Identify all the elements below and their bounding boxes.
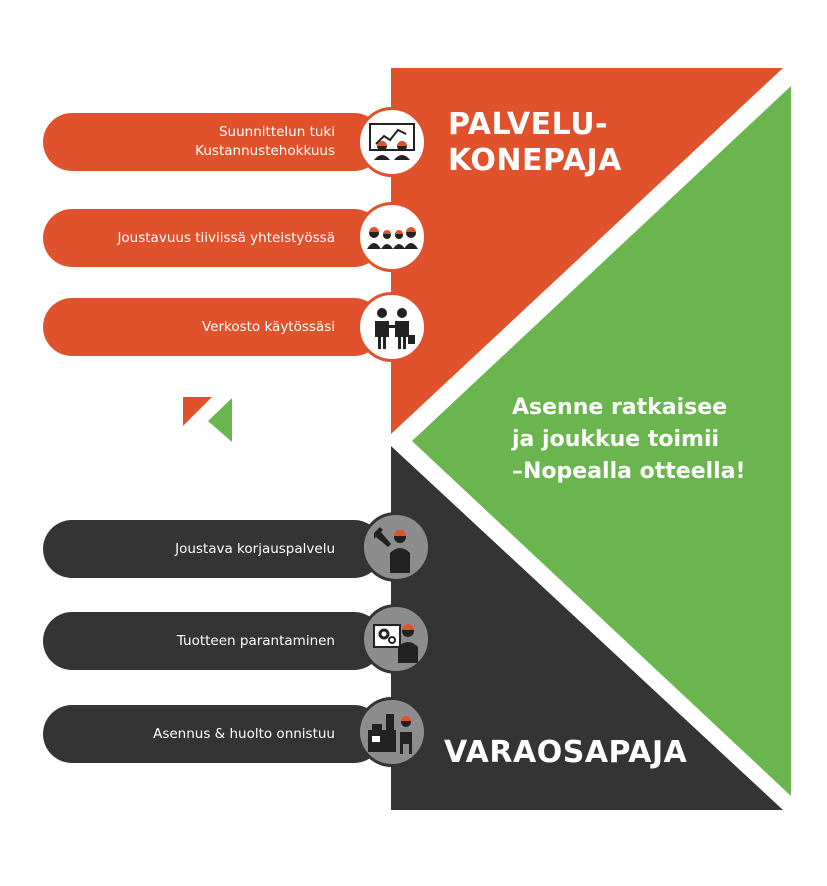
slogan-line-2: ja joukkue toimii: [512, 427, 720, 452]
service-item-flexibility: Joustavuus tiiviissä yhteistyössä: [43, 209, 383, 267]
service-item-design: Suunnittelun tuki Kustannustehokkuus: [43, 113, 383, 171]
service-item-label-2: Kustannustehokkuus: [195, 143, 335, 159]
heading-palvelukonepaja: PALVELU- KONEPAJA: [448, 107, 622, 179]
service-item-repair: Joustava korjauspalvelu: [43, 520, 383, 578]
heading-line-1: PALVELU-: [448, 107, 609, 142]
company-logo-icon: [183, 397, 232, 442]
service-item-label: Suunnittelun tuki: [218, 124, 335, 140]
heading-varaosapaja: VARAOSAPAJA: [444, 735, 688, 770]
service-item-improvement: Tuotteen parantaminen: [43, 612, 383, 670]
gear-screen-worker-icon: [361, 604, 431, 674]
wrench-worker-icon: [361, 512, 431, 582]
green-triangle: [412, 86, 791, 796]
dark-section: [391, 446, 783, 810]
service-item-label: Verkosto käytössäsi: [201, 318, 335, 335]
service-item-network: Verkosto käytössäsi: [43, 298, 383, 356]
service-item-label: Joustavuus tiiviissä yhteistyössä: [117, 229, 335, 246]
service-item-label: Tuotteen parantaminen: [176, 632, 335, 649]
handshake-icon: [357, 292, 427, 362]
heading-line-2: KONEPAJA: [448, 143, 622, 178]
orange-section: [391, 68, 783, 434]
machine-worker-icon: [357, 697, 427, 767]
slogan-line-1: Asenne ratkaisee: [512, 395, 728, 420]
service-item-label: Asennus & huolto onnistuu: [153, 725, 335, 742]
service-item-installation: Asennus & huolto onnistuu: [43, 705, 383, 763]
slogan: Asenne ratkaisee ja joukkue toimii –Nope…: [512, 392, 802, 488]
worker-group-icon: [357, 202, 427, 272]
slogan-line-3: –Nopealla otteella!: [512, 459, 746, 484]
service-item-label: Joustava korjauspalvelu: [175, 540, 335, 557]
presentation-team-icon: [357, 107, 427, 177]
